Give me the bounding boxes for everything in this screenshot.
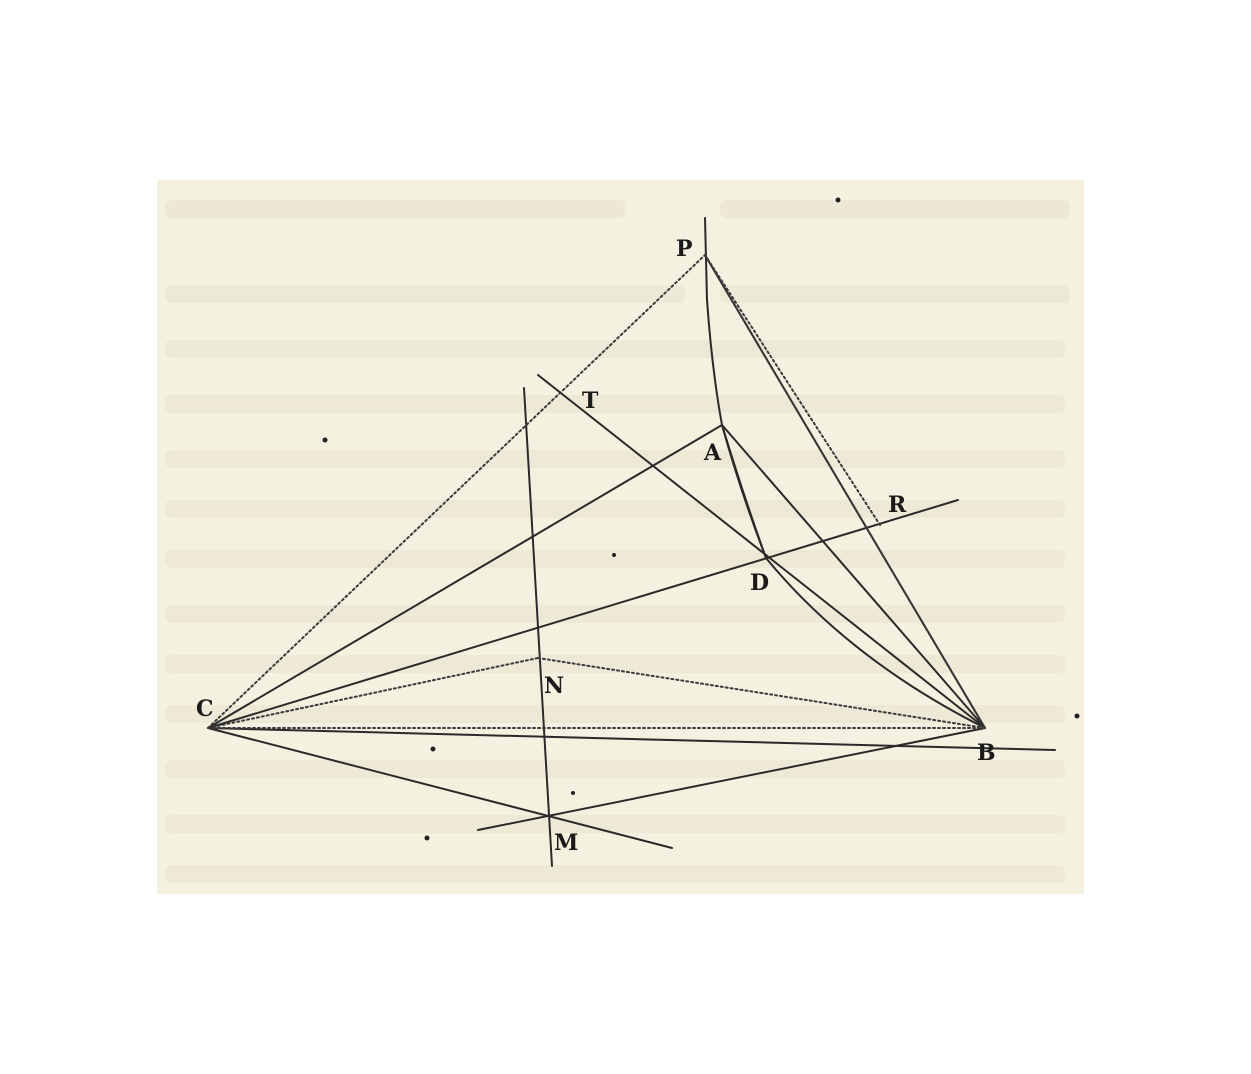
label-point-d: D [750, 570, 769, 596]
line-c-a [207, 424, 723, 729]
curve-a-d-b [721, 424, 986, 729]
label-point-c: C [196, 696, 214, 722]
label-point-b: B [977, 740, 996, 766]
label-point-t: T [582, 388, 599, 414]
line-c-b [207, 727, 1056, 751]
line-c-r [207, 499, 959, 729]
bleed-through-texture [165, 200, 1070, 883]
line-t-b [537, 374, 986, 729]
point-labels: P T A R D N C B M [196, 236, 996, 856]
dotted-p-b-outer [704, 254, 986, 729]
dotted-p-d [704, 254, 881, 526]
line-c-m [207, 727, 673, 849]
label-point-n: N [544, 673, 564, 699]
label-point-p: P [676, 236, 693, 262]
dotted-c-n [207, 657, 539, 729]
line-b-m [477, 727, 986, 831]
label-point-m: M [554, 830, 578, 856]
dotted-lines [207, 254, 986, 729]
dotted-c-p [207, 254, 706, 729]
dotted-n-b [537, 657, 986, 729]
label-point-a: A [703, 440, 722, 466]
line-a-b [721, 424, 986, 729]
paper-specks [322, 197, 1080, 841]
label-point-r: R [888, 492, 907, 518]
